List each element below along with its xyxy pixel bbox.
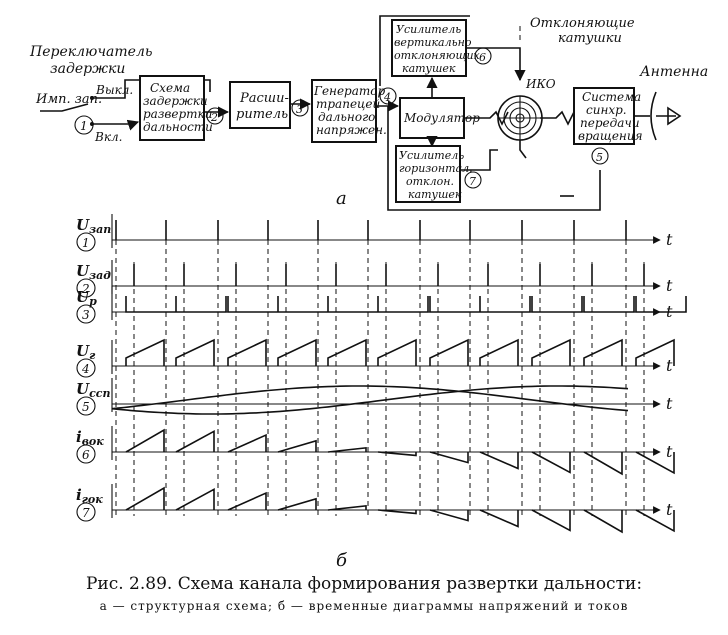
signal-num-7: 7 (82, 506, 90, 520)
signal-num-2: 2 (81, 282, 90, 296)
signal-label-1: Uзап (76, 216, 111, 236)
sync-sine-1 (111, 385, 629, 412)
signal-label-2: Uзад (76, 262, 111, 282)
node-3-circle (291, 99, 309, 117)
signal-label-7: iгок (76, 486, 103, 506)
input-wire (40, 103, 89, 112)
delay-line-2: задержки (143, 94, 208, 108)
horiz-amp-line-2: горизонтал. (399, 162, 473, 175)
node-4-circle (379, 87, 397, 105)
wire-vert-coil (466, 47, 526, 82)
node-3-label: 3 (296, 103, 303, 116)
signal-num-circle-2 (76, 278, 96, 298)
bypass-wire (92, 79, 211, 99)
delay-line-1: Схема (150, 81, 190, 95)
generator-block (311, 79, 377, 143)
crt-label: ИКО (525, 77, 556, 91)
generator-line-4: напряжен. (316, 123, 387, 137)
generator-line-3: дального (318, 110, 375, 124)
generator-line-2: трапецей (316, 97, 380, 111)
coils-label-2: катушки (558, 31, 622, 46)
imp-label: Имп. зап. (35, 92, 102, 107)
delay-line-4: дальности (143, 120, 213, 134)
node-1-label: 1 (80, 119, 88, 133)
signal-num-1: 1 (82, 236, 90, 250)
vert-amp-line-2: вертикально (394, 36, 472, 49)
delay-line-3: развертки (143, 107, 212, 121)
node-6-label: 6 (479, 51, 486, 64)
horiz-coil-current (125, 486, 675, 534)
sub-b: б (336, 550, 348, 571)
delay-block (139, 75, 205, 141)
node-7-label: 7 (469, 175, 476, 188)
sync-sine-2 (111, 385, 629, 415)
horiz-amp-line-4: катушек (408, 188, 462, 201)
signal-num-6: 6 (82, 448, 90, 462)
signal-num-circle-5 (76, 396, 96, 416)
wire-horiz-coil (460, 149, 498, 171)
sub-a: а (336, 188, 347, 209)
time-axis-label-6: t (666, 442, 673, 461)
antenna-icon (634, 91, 682, 141)
signal-num-circle-1 (76, 232, 96, 252)
expander-line-2: ритель (236, 107, 288, 122)
switch-off-label: Выкл. (95, 83, 133, 97)
signal-num-3: 3 (82, 308, 90, 322)
crt-screen (497, 95, 543, 141)
sync-line-2: синхр. (586, 103, 627, 117)
time-axis-label-5: t (666, 394, 673, 413)
horiz-amp-block (395, 145, 461, 203)
modulator-block (399, 97, 465, 139)
switch-on-label: Вкл. (94, 130, 122, 144)
node-5-label: 5 (596, 151, 603, 164)
time-axis-label-1: t (666, 230, 673, 249)
signal-num-circle-4 (76, 358, 96, 378)
time-axis-label-4: t (666, 356, 673, 375)
vert-amp-line-3: отклоняющих (394, 49, 481, 62)
vert-amp-line-1: Усилитель (396, 23, 461, 36)
signal-num-circle-7 (76, 502, 96, 522)
coils-label-1: Отклоняющие (530, 16, 635, 31)
time-axis-label-7: t (666, 500, 673, 519)
sync-line-1: Система (582, 90, 641, 104)
sync-line-3: передачи (580, 116, 640, 130)
horiz-amp-line-1: Усилитель (399, 149, 464, 162)
wire-to-delay (92, 119, 140, 131)
node-2-label: 2 (210, 111, 218, 124)
signal-num-4: 4 (81, 362, 90, 376)
coil-right (540, 110, 575, 126)
node-2-circle (206, 107, 224, 125)
expander-block (229, 81, 291, 129)
caption-title: Рис. 2.89. Схема канала формирования раз… (85, 574, 643, 594)
wire-loop-bottom (387, 106, 601, 211)
vert-amp-line-4: катушек (402, 62, 456, 75)
signal-num-5: 5 (82, 400, 90, 414)
expander-pulses (125, 296, 687, 313)
switch-label-1: Переключатель (29, 44, 153, 60)
trapezoid-wave (125, 338, 675, 366)
block-diagram: Переключатель задержки Выкл. Имп. зап. В… (29, 15, 708, 211)
time-axis-label-2: t (666, 276, 673, 295)
signal-num-circle-3 (76, 304, 96, 324)
switch-label-2: задержки (50, 61, 125, 77)
horiz-amp-line-3: отклон. (406, 175, 454, 188)
wire-loop-top (379, 15, 470, 86)
modulator-label: Модулятор (403, 111, 480, 125)
node-7-circle (464, 171, 482, 189)
sync-line-4: вращения (578, 129, 643, 143)
node-4-label: 4 (383, 91, 391, 104)
signal-num-circle-6 (76, 444, 96, 464)
antenna-label: Антенна (639, 64, 708, 80)
node-5-circle (591, 147, 609, 165)
generator-line-1: Генератор (313, 84, 385, 98)
caption-legend: а — структурная схема; б — временные диа… (99, 599, 629, 613)
signal-label-5: Uссп (76, 380, 111, 400)
signal-label-6: iвок (76, 428, 104, 448)
vert-coil-current (125, 428, 675, 476)
coil-bottom (519, 140, 527, 159)
expander-line-1: Расши- (239, 91, 289, 106)
